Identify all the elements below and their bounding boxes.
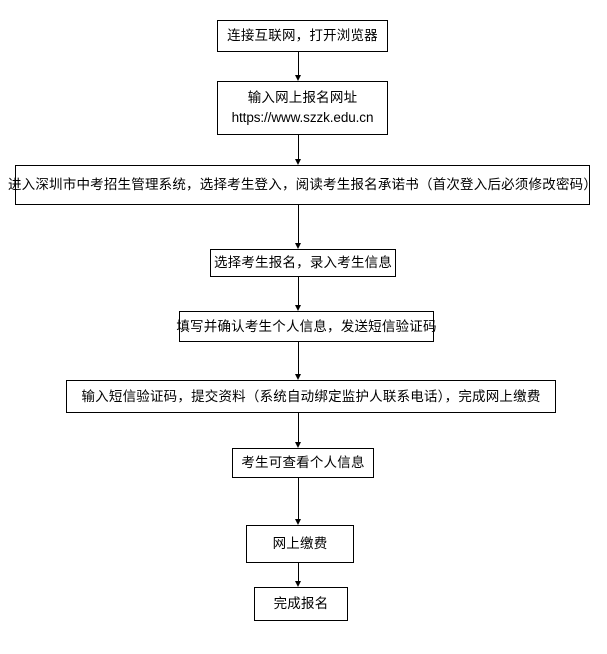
flow-arrow [294, 277, 303, 311]
flow-node-label: 选择考生报名，录入考生信息 [213, 255, 393, 271]
flow-node-label: 输入网上报名网址 [247, 90, 358, 106]
arrow-stem [298, 205, 299, 244]
flow-node-step-8: 网上缴费 [246, 525, 354, 563]
arrow-stem [298, 277, 299, 306]
flow-node-step-4: 选择考生报名，录入考生信息 [210, 249, 396, 277]
flow-node-step-2: 输入网上报名网址 https://www.szzk.edu.cn [217, 81, 388, 135]
flow-node-step-3: 进入深圳市中考招生管理系统，选择考生登入，阅读考生报名承诺书（首次登入后必须修改… [8, 165, 597, 205]
arrow-head-down-icon [295, 519, 301, 525]
flow-node-step-1: 连接互联网，打开浏览器 [217, 20, 388, 52]
flow-arrow [294, 413, 303, 448]
arrow-head-down-icon [295, 305, 301, 311]
arrow-stem [298, 563, 299, 582]
arrow-head-down-icon [295, 75, 301, 81]
flow-node-step-5: 填写并确认考生个人信息，发送短信验证码 [176, 311, 437, 342]
arrow-stem [298, 478, 299, 520]
arrow-stem [298, 135, 299, 160]
flow-node-label: 进入深圳市中考招生管理系统，选择考生登入，阅读考生报名承诺书（首次登入后必须修改… [7, 177, 598, 193]
flow-node-label: 填写并确认考生个人信息，发送短信验证码 [176, 318, 437, 334]
arrow-stem [298, 342, 299, 375]
arrow-head-down-icon [295, 581, 301, 587]
flow-node-label: 连接互联网，打开浏览器 [227, 28, 378, 44]
flow-arrow [294, 563, 303, 587]
flow-node-label: 网上缴费 [272, 536, 328, 552]
flow-arrow [294, 478, 303, 525]
flow-node-step-6: 输入短信验证码，提交资料（系统自动绑定监护人联系电话），完成网上缴费 [66, 380, 556, 413]
flow-node-step-7: 考生可查看个人信息 [232, 448, 374, 478]
arrow-head-down-icon [295, 159, 301, 165]
arrow-head-down-icon [295, 442, 301, 448]
flow-node-label: 输入短信验证码，提交资料（系统自动绑定监护人联系电话），完成网上缴费 [81, 388, 541, 404]
flow-node-label: https://www.szzk.edu.cn [231, 110, 374, 125]
flow-node-label: 考生可查看个人信息 [241, 455, 365, 471]
flow-arrow [294, 52, 303, 81]
flow-arrow [294, 342, 303, 380]
arrow-stem [298, 52, 299, 76]
flow-arrow [294, 205, 303, 249]
arrow-head-down-icon [295, 243, 301, 249]
arrow-stem [298, 413, 299, 443]
flow-node-label: 完成报名 [273, 596, 329, 612]
flow-node-step-9: 完成报名 [254, 587, 348, 621]
arrow-head-down-icon [295, 374, 301, 380]
flow-arrow [294, 135, 303, 165]
